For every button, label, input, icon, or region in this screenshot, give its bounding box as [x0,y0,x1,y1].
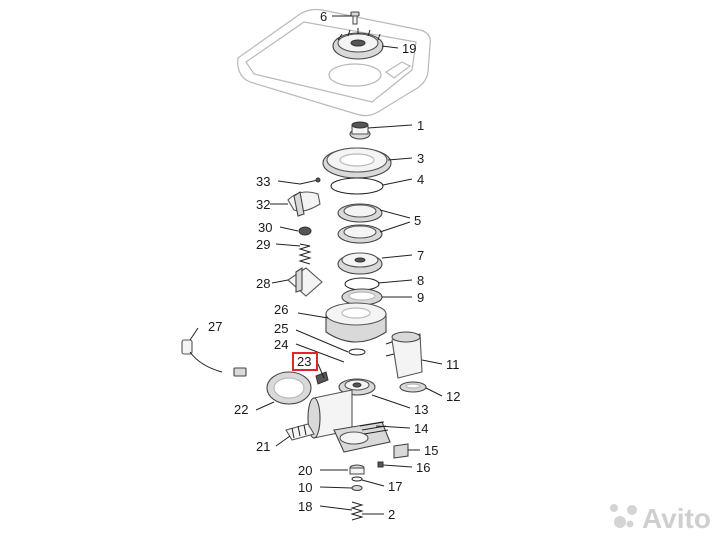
label-12: 12 [446,389,460,404]
avito-watermark: Avito [610,503,711,534]
label-5: 5 [414,213,421,228]
label-8: 8 [417,273,424,288]
part-7-rotor [337,252,383,275]
label-21: 21 [256,439,270,454]
label-15: 15 [424,443,438,458]
label-9: 9 [417,290,424,305]
label-10: 10 [298,480,312,495]
leader-lines [189,15,443,515]
label-4: 4 [417,172,424,187]
part-9-ring [341,288,383,306]
label-22: 22 [234,402,248,417]
label-27: 27 [208,319,222,334]
label-23: 23 [297,354,311,369]
avito-logo-icon [610,504,637,528]
part-27-wiring [181,339,247,377]
part-labels: 6 19 1 3 4 5 7 8 9 11 12 13 14 15 16 17 … [208,9,460,522]
part-14-motor [307,389,391,453]
label-19: 19 [402,41,416,56]
label-28: 28 [256,276,270,291]
part-6-screw [350,11,360,25]
label-3: 3 [417,151,424,166]
part-21-clip [285,423,315,441]
part-3-ring [322,147,392,179]
part-30-nut [298,226,312,236]
part-22-clamp [266,371,312,405]
label-18: 18 [298,499,312,514]
part-33-screw [299,177,321,185]
part-12-ring [399,381,427,393]
label-7: 7 [417,248,424,263]
label-16: 16 [416,460,430,475]
part-15-block [393,443,409,459]
part-10-washer [351,484,363,492]
part-2-spring [350,501,364,521]
part-8-ring [344,277,380,291]
part-23-clip [315,371,329,385]
label-6: 6 [320,9,327,24]
label-20: 20 [298,463,312,478]
part-32-bracket [287,191,321,217]
part-16-pin [377,461,384,468]
label-11: 11 [446,357,460,372]
part-26-hub [325,302,387,343]
label-2: 2 [388,507,395,522]
label-25: 25 [274,321,288,336]
part-4-o-ring [330,177,384,195]
label-24: 24 [274,337,288,352]
label-13: 13 [414,402,428,417]
part-24-ring [348,348,366,356]
part-20-bushing [349,464,365,475]
top-housing [237,8,431,117]
part-1-nut [349,121,371,140]
label-26: 26 [274,302,288,317]
label-30: 30 [258,220,272,235]
label-29: 29 [256,237,270,252]
label-1: 1 [417,118,424,133]
highlight-box-23 [292,352,318,371]
part-11-cup [385,331,423,379]
part-29-spring [298,243,312,265]
part-28-bracket [287,266,323,297]
part-5-bearing [337,203,383,244]
watermark-text: Avito [642,503,711,534]
label-33: 33 [256,174,270,189]
label-17: 17 [388,479,402,494]
part-19-gear-ring [332,28,384,60]
label-14: 14 [414,421,428,436]
label-32: 32 [256,197,270,212]
part-17-washer [351,476,363,482]
